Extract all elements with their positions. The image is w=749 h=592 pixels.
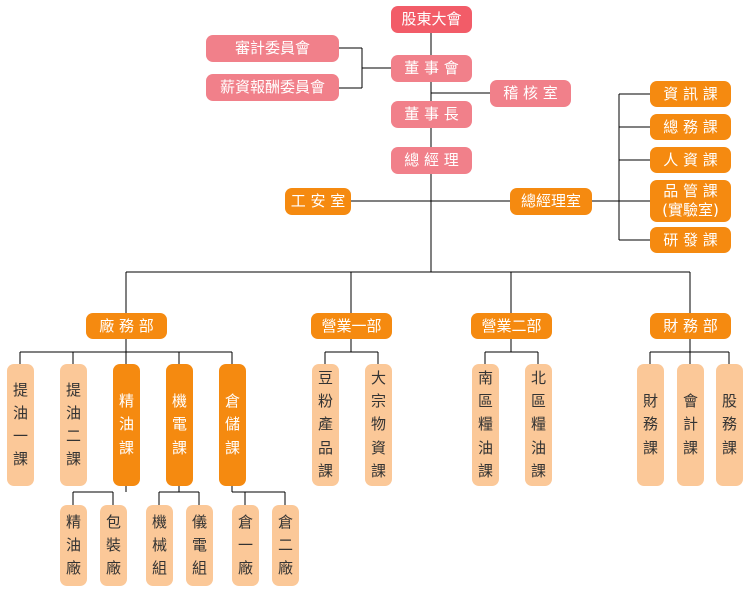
instrument-electrical-group-box: 儀 電 組 (186, 505, 213, 586)
bulk-commodities-section-box: 大 宗 物 資 課 (365, 364, 392, 486)
sales-division-1-box: 營業一部 (311, 313, 392, 339)
warehouse-2-box: 倉 二 廠 (272, 505, 299, 586)
refinery-plant-box: 精 油 廠 (60, 505, 87, 586)
warehouse-1-box: 倉 一 廠 (232, 505, 259, 586)
machinery-group-box: 機 械 組 (146, 505, 173, 586)
south-grain-oil-section-box: 南 區 糧 油 課 (472, 364, 499, 486)
packing-plant-box: 包 裝 廠 (100, 505, 127, 586)
oil-extraction-1-section-box: 提 油 一 課 (7, 364, 34, 486)
north-grain-oil-section-box: 北 區 糧 油 課 (525, 364, 552, 486)
oil-refining-section-box: 精 油 課 (113, 364, 140, 486)
shareholders-meeting-box: 股東大會 (391, 6, 472, 33)
audit-office-box: 稽 核 室 (490, 80, 571, 107)
soy-flour-products-section-box: 豆 粉 產 品 課 (312, 364, 339, 486)
audit-committee-box: 審計委員會 (206, 35, 339, 62)
chairman-box: 董 事 長 (391, 101, 472, 128)
stock-affairs-section-box: 股 務 課 (716, 364, 743, 486)
rd-section-box: 研 發 課 (650, 227, 731, 253)
safety-office-box: 工 安 室 (285, 188, 351, 215)
compensation-committee-box: 薪資報酬委員會 (206, 74, 339, 101)
finance-section-box: 財 務 課 (637, 364, 664, 486)
general-manager-box: 總 經 理 (391, 147, 472, 174)
qc-section-box: 品 管 課 (實驗室) (650, 180, 731, 222)
hr-section-box: 人 資 課 (650, 147, 731, 173)
general-affairs-section-box: 總 務 課 (650, 114, 731, 140)
board-box: 董 事 會 (391, 55, 472, 82)
it-section-box: 資 訊 課 (650, 81, 731, 107)
gm-office-box: 總經理室 (510, 188, 592, 215)
warehousing-section-box: 倉 儲 課 (219, 364, 246, 486)
accounting-section-box: 會 計 課 (677, 364, 704, 486)
finance-division-box: 財 務 部 (650, 313, 731, 339)
factory-division-box: 廠 務 部 (86, 313, 167, 339)
mechanical-electrical-section-box: 機 電 課 (166, 364, 193, 486)
sales-division-2-box: 營業二部 (471, 313, 552, 339)
oil-extraction-2-section-box: 提 油 二 課 (60, 364, 87, 486)
